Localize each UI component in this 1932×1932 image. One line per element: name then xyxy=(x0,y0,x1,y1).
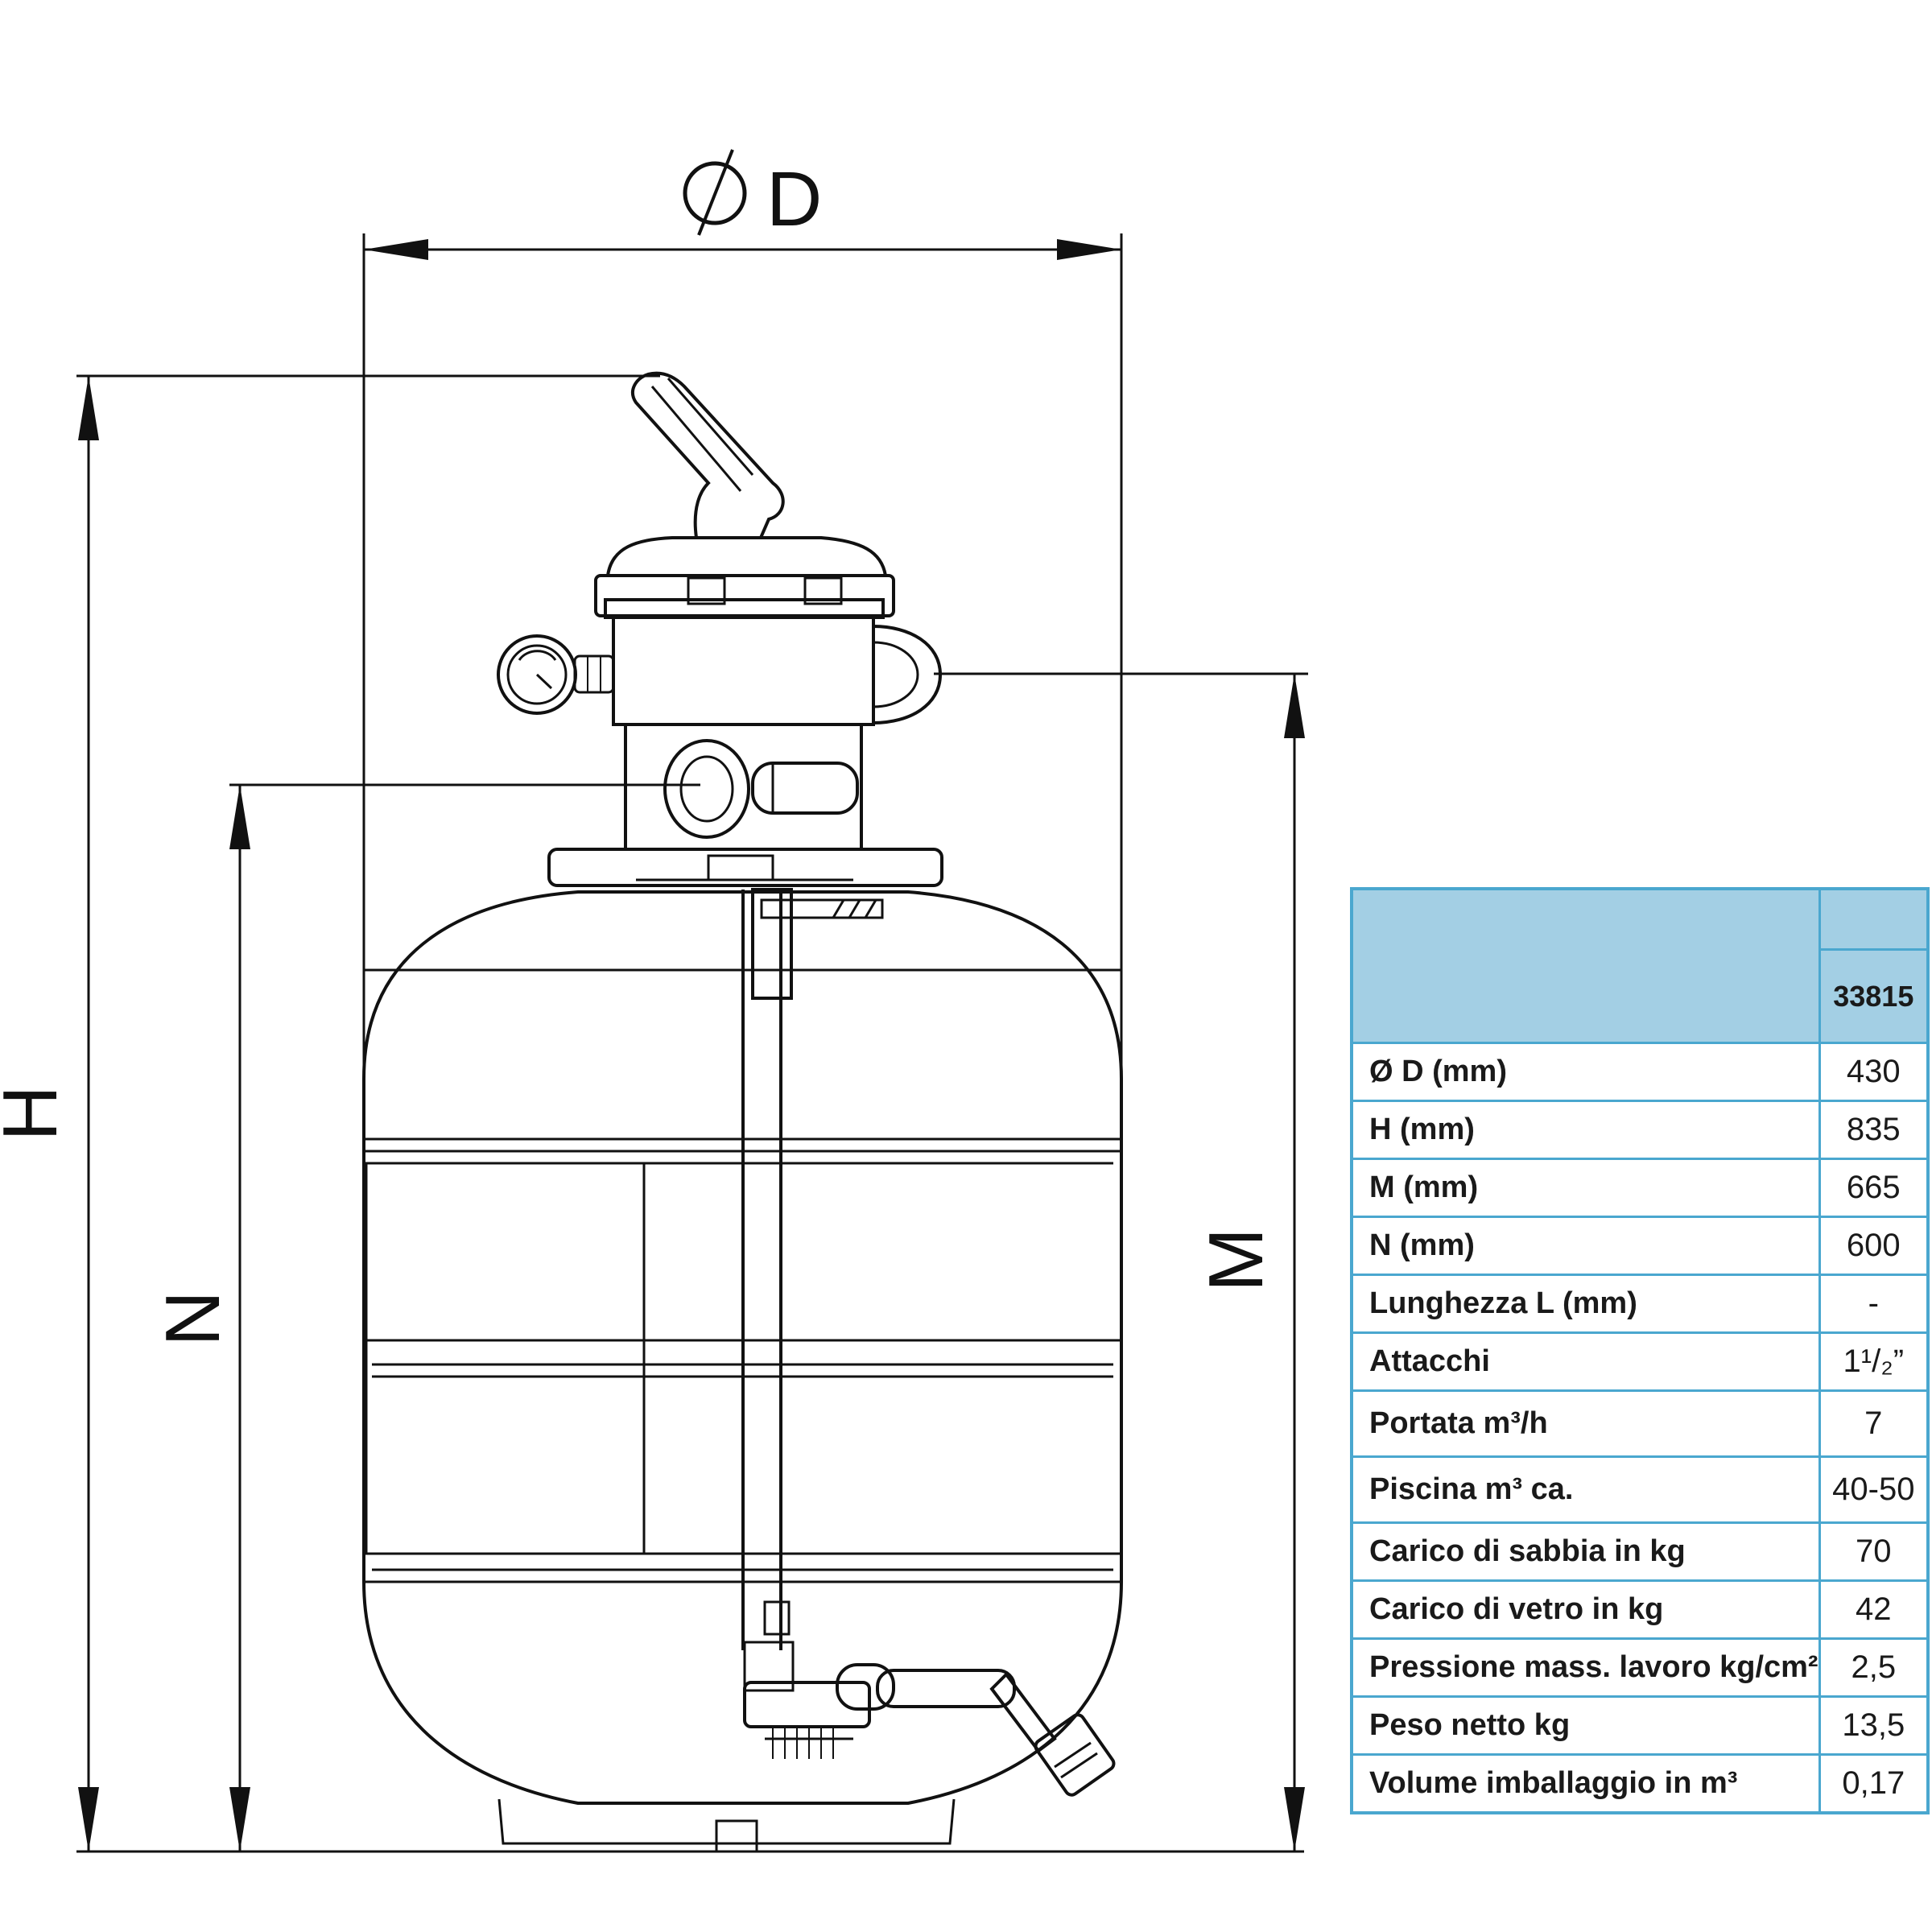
row-value: 600 xyxy=(1818,1216,1930,1276)
specifications-table: 33815 Ø D (mm) 430 H (mm) 835 M (mm) 665… xyxy=(1350,887,1930,1814)
table-header-blank xyxy=(1350,887,1821,1044)
row-value: 7 xyxy=(1818,1389,1930,1458)
height-dimension: H xyxy=(0,374,1304,1853)
n-label: N xyxy=(150,1290,236,1346)
row-label: Carico di sabbia in kg xyxy=(1350,1521,1821,1582)
row-label: Pressione mass. lavoro kg/cm² xyxy=(1350,1637,1821,1698)
table-row: Peso netto kg 13,5 xyxy=(1350,1695,1930,1756)
row-value: 2,5 xyxy=(1818,1637,1930,1698)
diameter-label: D xyxy=(766,156,822,242)
row-value: 70 xyxy=(1818,1521,1930,1582)
row-label: Ø D (mm) xyxy=(1350,1042,1821,1102)
m-dimension: M xyxy=(934,672,1308,1852)
table-header-spacer xyxy=(1818,887,1930,951)
m-label: M xyxy=(1193,1228,1279,1292)
pressure-gauge xyxy=(497,634,615,715)
row-label: Attacchi xyxy=(1350,1331,1821,1392)
row-label: H (mm) xyxy=(1350,1100,1821,1160)
row-value: - xyxy=(1818,1274,1930,1334)
model-code: 33815 xyxy=(1818,948,1930,1044)
row-label: Lunghezza L (mm) xyxy=(1350,1274,1821,1334)
row-label: Volume imballaggio in m³ xyxy=(1350,1753,1821,1814)
table-row: Ø D (mm) 430 xyxy=(1350,1042,1930,1102)
center-pipe xyxy=(741,888,795,1692)
table-row: Portata m³/h 7 xyxy=(1350,1389,1930,1458)
table-row: H (mm) 835 xyxy=(1350,1100,1930,1160)
table-header-row: 33815 xyxy=(1352,948,1930,1044)
height-label: H xyxy=(0,1085,73,1141)
row-value: 1¹/₂” xyxy=(1818,1331,1930,1392)
multiport-valve xyxy=(594,371,943,851)
table-header-row-top xyxy=(1350,887,1930,1044)
row-label: Piscina m³ ca. xyxy=(1350,1455,1821,1524)
row-value: 42 xyxy=(1818,1579,1930,1640)
drain-plug xyxy=(989,1671,1116,1797)
row-value: 430 xyxy=(1818,1042,1930,1102)
row-label: Portata m³/h xyxy=(1350,1389,1821,1458)
diameter-symbol xyxy=(683,149,747,236)
table-row: Piscina m³ ca. 40-50 xyxy=(1350,1455,1930,1524)
row-value: 665 xyxy=(1818,1158,1930,1218)
table-row: Pressione mass. lavoro kg/cm² 2,5 xyxy=(1350,1637,1930,1698)
table-row: Attacchi 1¹/₂” xyxy=(1350,1331,1930,1392)
table-row: Lunghezza L (mm) - xyxy=(1350,1274,1930,1334)
table-row: N (mm) 600 xyxy=(1350,1216,1930,1276)
collector-laterals xyxy=(743,1663,1016,1759)
row-value: 40-50 xyxy=(1818,1455,1930,1524)
table-row: Volume imballaggio in m³ 0,17 xyxy=(1350,1753,1930,1814)
row-value: 835 xyxy=(1818,1100,1930,1160)
row-value: 0,17 xyxy=(1818,1753,1930,1814)
row-value: 13,5 xyxy=(1818,1695,1930,1756)
n-dimension: N xyxy=(150,783,700,1852)
table-row: Carico di sabbia in kg 70 xyxy=(1350,1521,1930,1582)
row-label: Carico di vetro in kg xyxy=(1350,1579,1821,1640)
tank-flange xyxy=(547,848,943,919)
row-label: M (mm) xyxy=(1350,1158,1821,1218)
table-row: Carico di vetro in kg 42 xyxy=(1350,1579,1930,1640)
diameter-dimension: D xyxy=(362,149,1123,1079)
row-label: N (mm) xyxy=(1350,1216,1821,1276)
row-label: Peso netto kg xyxy=(1350,1695,1821,1756)
table-row: M (mm) 665 xyxy=(1350,1158,1930,1218)
